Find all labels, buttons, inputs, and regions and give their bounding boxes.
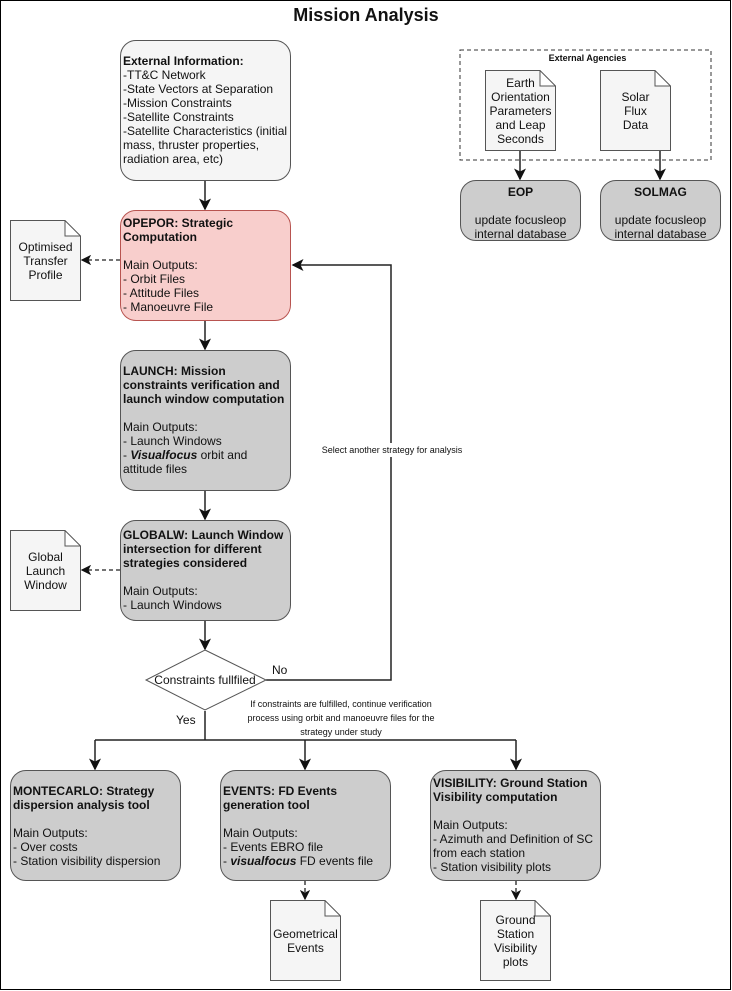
list-item: - Over costs xyxy=(13,840,78,854)
box-title: EVENTS: FD Events generation tool xyxy=(223,784,338,812)
box-text: update focusleop internal database xyxy=(474,213,567,241)
outputs-label: Main Outputs: xyxy=(123,258,198,272)
box-title: EOP xyxy=(507,185,534,199)
external-agencies-group xyxy=(459,49,712,161)
yes-label: Yes xyxy=(176,713,196,727)
globalw-box: GLOBALW: Launch Window intersection for … xyxy=(120,520,291,621)
document-icon xyxy=(10,530,81,611)
doc-global-launch-window: Global Launch Window xyxy=(10,530,81,611)
box-title: MONTECARLO: Strategy dispersion analysis… xyxy=(13,784,155,812)
list-item: -State Vectors at Separation xyxy=(123,82,274,96)
list-item: - visualfocus FD events file xyxy=(223,854,388,868)
box-title: External Information: xyxy=(123,54,244,68)
list-item: - Attitude Files xyxy=(123,286,200,300)
doc-optimised-transfer-profile: Optimised Transfer Profile xyxy=(10,220,81,301)
list-item: - Orbit Files xyxy=(123,272,186,286)
no-label: No xyxy=(272,663,288,677)
box-title: OPEPOR: Strategic Computation xyxy=(123,216,234,244)
list-item: - Visualfocus orbit and attitude files xyxy=(123,448,288,476)
document-icon xyxy=(270,900,341,981)
doc-earth-orientation: Earth Orientation Parameters and Leap Se… xyxy=(485,70,556,151)
rest: orbit and attitude files xyxy=(123,448,248,476)
visibility-box: VISIBILITY: Ground Station Visibility co… xyxy=(430,770,601,881)
outputs-label: Main Outputs: xyxy=(123,584,198,598)
list-item: - Manoeuvre File xyxy=(123,300,214,314)
list-item: -Satellite Characteristics (initial mass… xyxy=(123,124,288,166)
list-item: - Launch Windows xyxy=(123,434,222,448)
prefix: - xyxy=(223,854,231,868)
doc-label: Earth Orientation Parameters and Leap Se… xyxy=(489,75,552,146)
outputs-label: Main Outputs: xyxy=(223,826,298,840)
doc-label: Ground Station Visibility plots xyxy=(493,912,538,969)
doc-label: Optimised Transfer Profile xyxy=(18,239,73,282)
box-title: LAUNCH: Mission constraints verification… xyxy=(123,364,285,406)
document-icon xyxy=(10,220,81,301)
montecarlo-box: MONTECARLO: Strategy dispersion analysis… xyxy=(10,770,181,881)
list-item: - Events EBRO file xyxy=(223,840,324,854)
emphasis: visualfocus xyxy=(230,854,297,868)
decision-label: Constraints fullfiled xyxy=(154,673,256,687)
decision-diamond xyxy=(144,649,268,711)
external-information-box: External Information: -TT&C Network -Sta… xyxy=(120,40,291,181)
list-item: -Satellite Constraints xyxy=(123,110,234,124)
list-item: - Azimuth and Definition of SC from each… xyxy=(433,832,594,860)
document-icon xyxy=(485,70,556,151)
doc-label: Global Launch Window xyxy=(24,549,67,592)
external-agencies-label: External Agencies xyxy=(530,51,645,65)
list-item: - Launch Windows xyxy=(123,598,222,612)
list-item: - Station visibility plots xyxy=(433,860,552,874)
box-text: update focusleop internal database xyxy=(614,213,707,241)
diagram-title: Mission Analysis xyxy=(293,5,439,25)
doc-solar-flux: Solar Flux Data xyxy=(600,70,671,151)
document-icon xyxy=(480,900,551,981)
list-item: -Mission Constraints xyxy=(123,96,232,110)
list-item: - Station visibility dispersion xyxy=(13,854,161,868)
eop-box: EOP update focusleop internal database xyxy=(460,180,581,241)
box-title: VISIBILITY: Ground Station Visibility co… xyxy=(433,776,588,804)
outputs-label: Main Outputs: xyxy=(433,818,508,832)
opepor-box: OPEPOR: Strategic Computation Main Outpu… xyxy=(120,210,291,321)
doc-geometrical-events: Geometrical Events xyxy=(270,900,341,981)
emphasis: Visualfocus xyxy=(130,448,198,462)
arrow-no-loop xyxy=(266,259,392,681)
list-item: -TT&C Network xyxy=(123,68,206,82)
solmag-box: SOLMAG update focusleop internal databas… xyxy=(600,180,721,241)
box-title: GLOBALW: Launch Window intersection for … xyxy=(123,528,284,570)
events-box: EVENTS: FD Events generation tool Main O… xyxy=(220,770,391,881)
box-title: SOLMAG xyxy=(634,185,687,199)
yes-note: If constraints are fulfilled, continue v… xyxy=(247,699,435,737)
doc-ground-station-visibility: Ground Station Visibility plots xyxy=(480,900,551,981)
prefix: - xyxy=(123,448,131,462)
rest: FD events file xyxy=(296,854,374,868)
document-icon xyxy=(600,70,671,151)
doc-label: Solar Flux Data xyxy=(621,89,650,132)
loop-label: Select another strategy for analysis xyxy=(311,443,473,457)
outputs-label: Main Outputs: xyxy=(13,826,88,840)
outputs-label: Main Outputs: xyxy=(123,420,198,434)
launch-box: LAUNCH: Mission constraints verification… xyxy=(120,350,291,491)
doc-label: Geometrical Events xyxy=(273,926,338,955)
